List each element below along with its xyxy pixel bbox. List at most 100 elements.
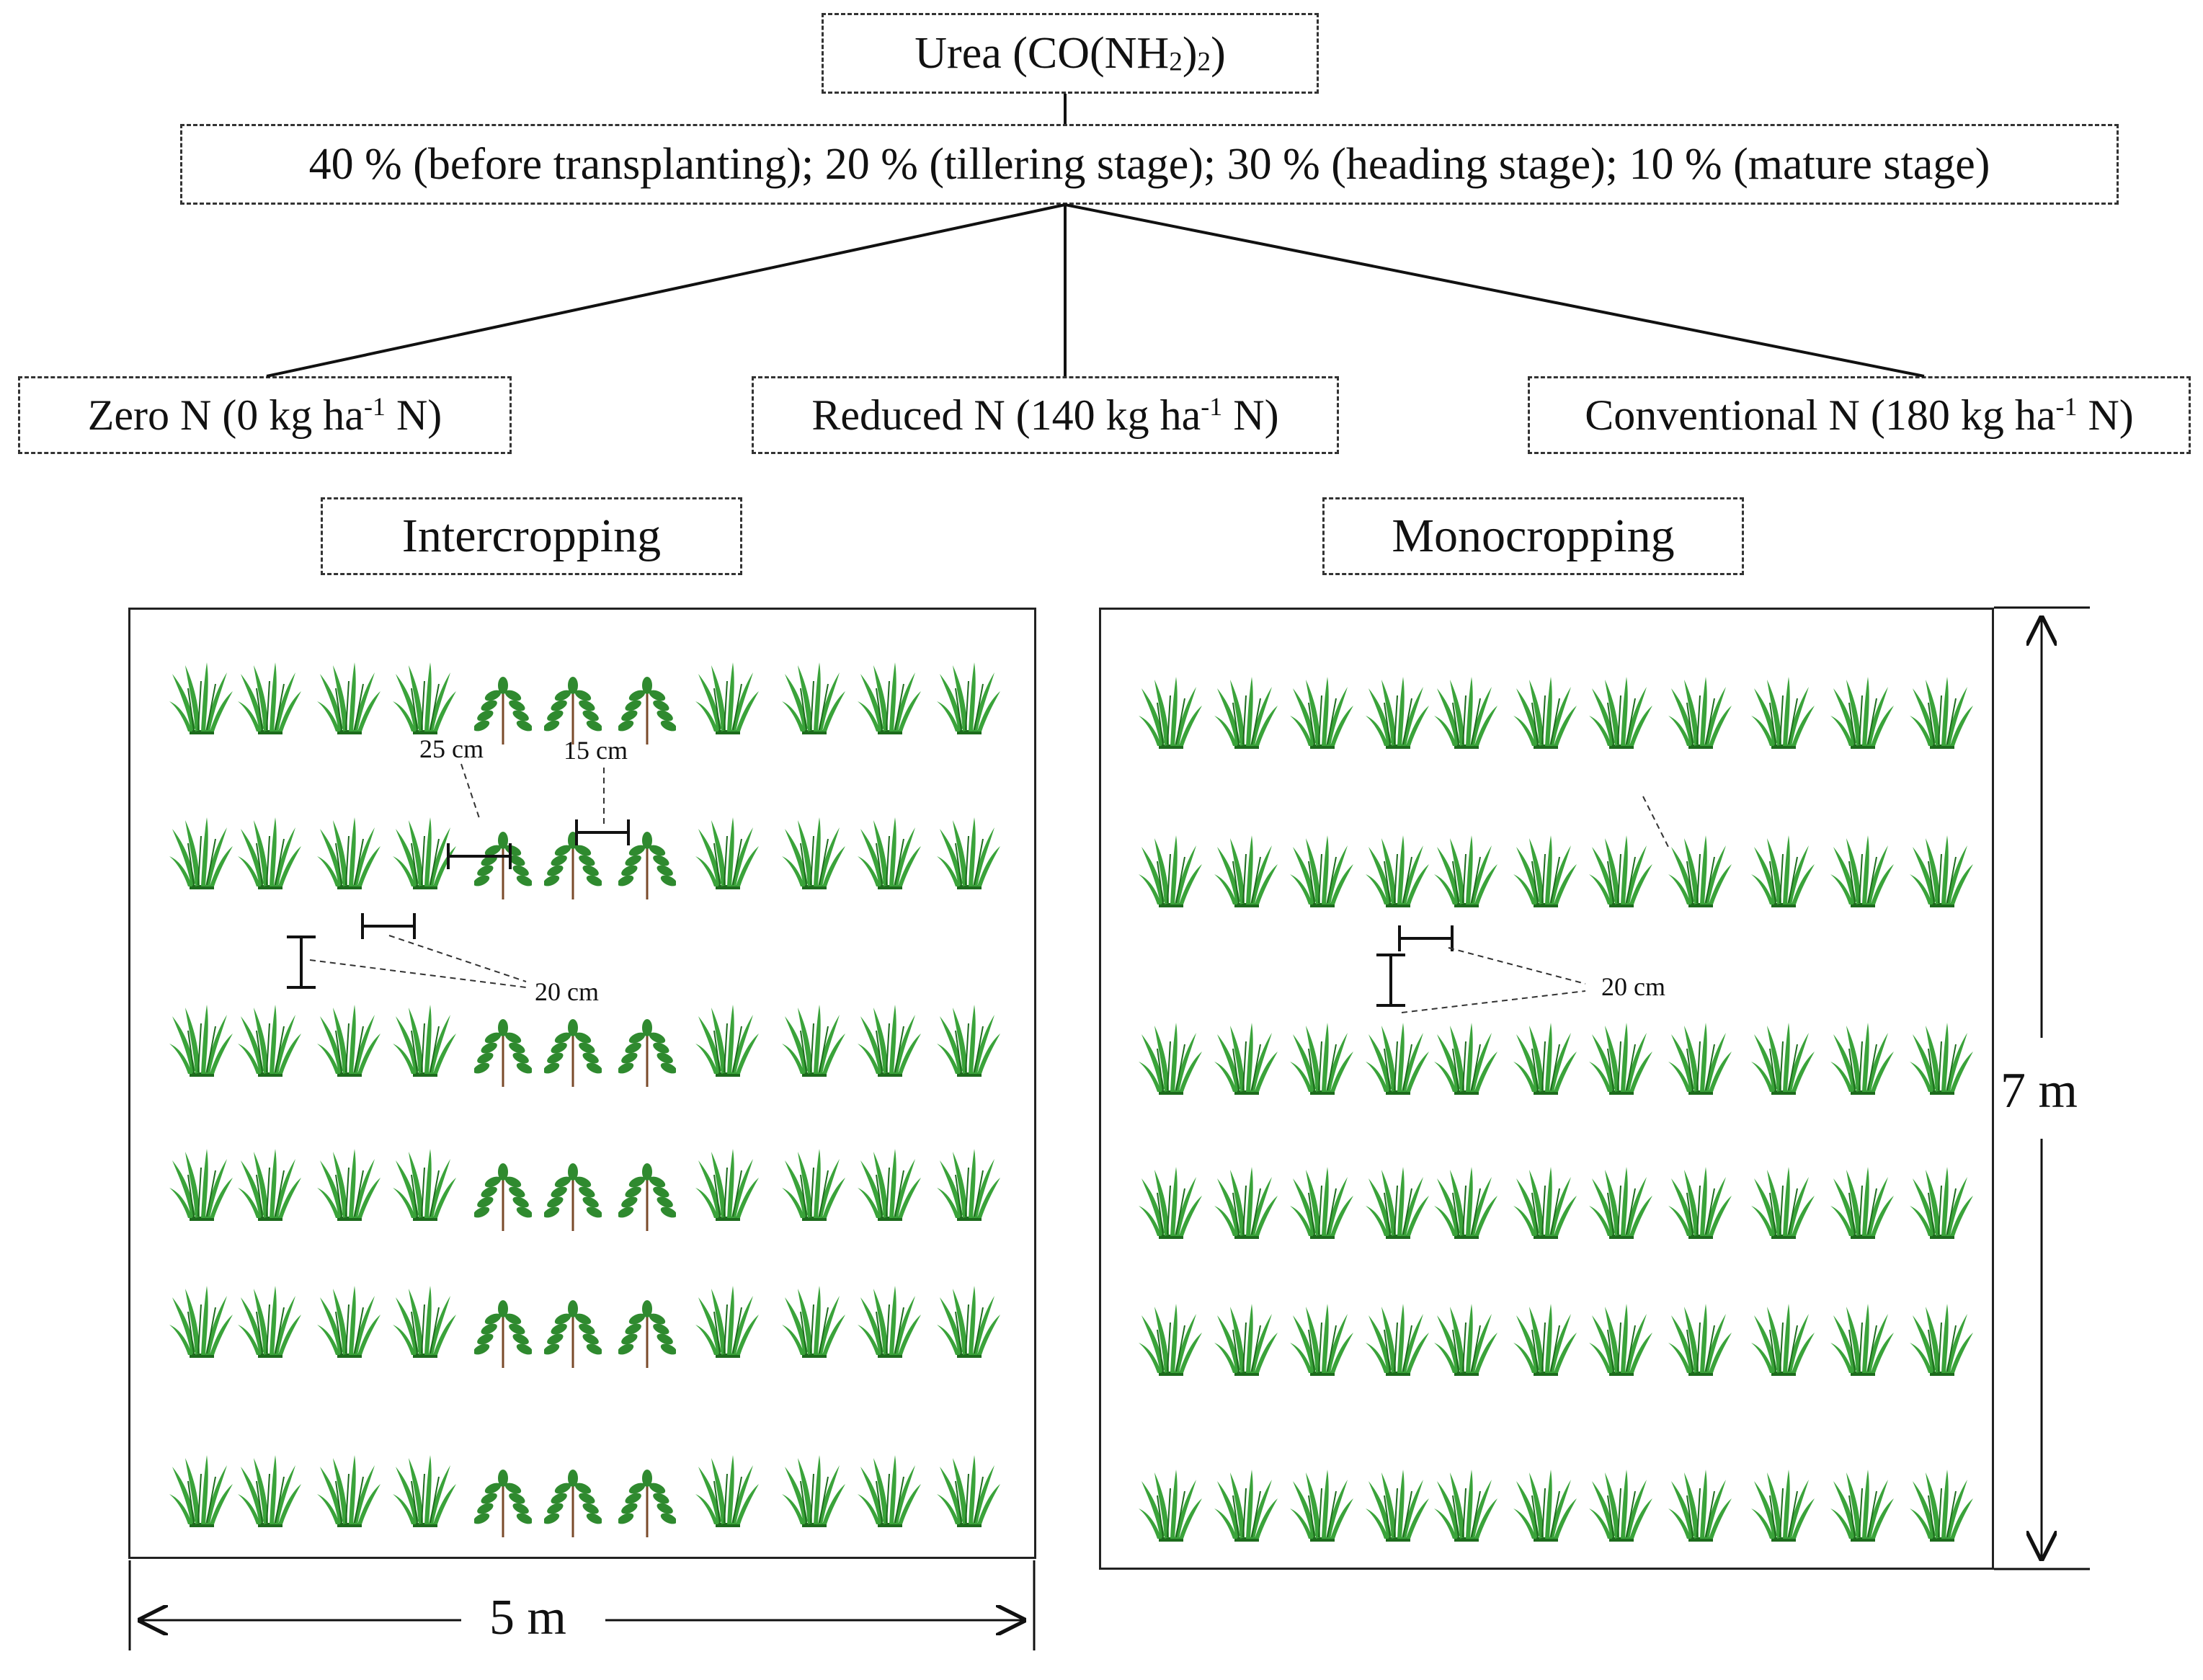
rice-plant-icon bbox=[1589, 1020, 1654, 1103]
rice-plant-icon bbox=[858, 1002, 922, 1085]
spacing-20cm-inter-label: 20 cm bbox=[535, 977, 599, 1006]
rice-plant-icon bbox=[1830, 832, 1895, 915]
rice-plant-icon bbox=[695, 1146, 760, 1229]
legume-plant-icon bbox=[617, 1467, 677, 1542]
rice-plant-icon bbox=[782, 1283, 847, 1366]
rice-plant-icon bbox=[1668, 832, 1733, 915]
conventional-n-box: Conventional N (180 kg ha-1 N) bbox=[1528, 376, 2191, 454]
rice-plant-icon bbox=[238, 1283, 303, 1366]
rice-plant-icon bbox=[238, 814, 303, 897]
rice-plant-icon bbox=[1513, 1301, 1578, 1384]
rice-plant-icon bbox=[695, 1452, 760, 1535]
rice-plant-icon bbox=[1290, 1164, 1355, 1247]
rice-plant-icon bbox=[1434, 1164, 1499, 1247]
rice-plant-icon bbox=[1589, 1164, 1654, 1247]
legume-plant-icon bbox=[543, 1467, 603, 1542]
reduced-n-label: Reduced N (140 kg ha bbox=[811, 391, 1201, 439]
rice-plant-icon bbox=[1751, 1164, 1816, 1247]
rice-plant-icon bbox=[937, 659, 1002, 742]
rice-plant-icon bbox=[1434, 1301, 1499, 1384]
conventional-n-label: Conventional N (180 kg ha bbox=[1585, 391, 2056, 439]
rice-plant-icon bbox=[238, 1002, 303, 1085]
split-schedule-label: 40 % (before transplanting); 20 % (tille… bbox=[308, 139, 1990, 189]
rice-plant-icon bbox=[858, 659, 922, 742]
rice-plant-icon bbox=[393, 659, 458, 742]
legume-plant-icon bbox=[473, 1297, 533, 1373]
legume-plant-icon bbox=[617, 1016, 677, 1092]
urea-close: ) bbox=[1182, 28, 1198, 78]
rice-plant-icon bbox=[1434, 1467, 1499, 1550]
rice-plant-icon bbox=[1513, 832, 1578, 915]
legume-plant-icon bbox=[473, 829, 533, 905]
rice-plant-icon bbox=[1434, 1020, 1499, 1103]
rice-plant-icon bbox=[1139, 1164, 1203, 1247]
rice-plant-icon bbox=[393, 1452, 458, 1535]
rice-plant-icon bbox=[1668, 1164, 1733, 1247]
rice-plant-icon bbox=[1366, 1020, 1430, 1103]
rice-plant-icon bbox=[1513, 1467, 1578, 1550]
conventional-n-unit: N) bbox=[2077, 391, 2134, 439]
rice-plant-icon bbox=[1668, 674, 1733, 757]
rice-plant-icon bbox=[169, 1452, 234, 1535]
spacing-15cm-label: 15 cm bbox=[564, 736, 628, 765]
rice-plant-icon bbox=[1139, 832, 1203, 915]
rice-plant-icon bbox=[1910, 1020, 1975, 1103]
rice-plant-icon bbox=[937, 1452, 1002, 1535]
rice-plant-icon bbox=[1290, 832, 1355, 915]
rice-plant-icon bbox=[1290, 674, 1355, 757]
rice-plant-icon bbox=[1366, 832, 1430, 915]
rice-plant-icon bbox=[1830, 1020, 1895, 1103]
rice-plant-icon bbox=[317, 1002, 382, 1085]
rice-plant-icon bbox=[1139, 1301, 1203, 1384]
rice-plant-icon bbox=[1214, 1301, 1279, 1384]
zero-n-label: Zero N (0 kg ha bbox=[87, 391, 364, 439]
zero-n-box: Zero N (0 kg ha-1 N) bbox=[18, 376, 512, 454]
rice-plant-icon bbox=[1139, 1020, 1203, 1103]
legume-plant-icon bbox=[617, 674, 677, 750]
rice-plant-icon bbox=[1214, 1164, 1279, 1247]
rice-plant-icon bbox=[393, 1002, 458, 1085]
rice-plant-icon bbox=[1214, 1467, 1279, 1550]
split-schedule-box: 40 % (before transplanting); 20 % (tille… bbox=[180, 124, 2119, 205]
rice-plant-icon bbox=[782, 1146, 847, 1229]
urea-sub-2: 2 bbox=[1197, 47, 1211, 77]
rice-plant-icon bbox=[1513, 1020, 1578, 1103]
rice-plant-icon bbox=[393, 1283, 458, 1366]
urea-box: Urea (CO(NH2)2) bbox=[822, 13, 1319, 94]
spacing-25cm-label: 25 cm bbox=[419, 734, 484, 763]
intercropping-box: Intercropping bbox=[321, 497, 742, 575]
rice-plant-icon bbox=[1830, 1301, 1895, 1384]
rice-plant-icon bbox=[1830, 674, 1895, 757]
rice-plant-icon bbox=[1830, 1467, 1895, 1550]
intercropping-label: Intercropping bbox=[401, 510, 662, 562]
rice-plant-icon bbox=[1910, 1301, 1975, 1384]
legume-plant-icon bbox=[543, 829, 603, 905]
rice-plant-icon bbox=[782, 814, 847, 897]
rice-plant-icon bbox=[1668, 1020, 1733, 1103]
rice-plant-icon bbox=[1751, 674, 1816, 757]
rice-plant-icon bbox=[1366, 1467, 1430, 1550]
rice-plant-icon bbox=[1589, 1301, 1654, 1384]
conventional-n-sup: -1 bbox=[2055, 391, 2078, 421]
rice-plant-icon bbox=[695, 1283, 760, 1366]
rice-plant-icon bbox=[1589, 832, 1654, 915]
rice-plant-icon bbox=[1910, 674, 1975, 757]
zero-n-unit: N) bbox=[385, 391, 442, 439]
legume-plant-icon bbox=[543, 1160, 603, 1236]
legume-plant-icon bbox=[617, 829, 677, 905]
rice-plant-icon bbox=[1214, 674, 1279, 757]
legume-plant-icon bbox=[473, 674, 533, 750]
legume-plant-icon bbox=[617, 1160, 677, 1236]
rice-plant-icon bbox=[1434, 832, 1499, 915]
rice-plant-icon bbox=[858, 1146, 922, 1229]
rice-plant-icon bbox=[169, 1283, 234, 1366]
length-label: 7 m bbox=[1996, 1059, 2082, 1123]
rice-plant-icon bbox=[1910, 1164, 1975, 1247]
rice-plant-icon bbox=[238, 1146, 303, 1229]
rice-plant-icon bbox=[1214, 1020, 1279, 1103]
rice-plant-icon bbox=[317, 1283, 382, 1366]
rice-plant-icon bbox=[1139, 674, 1203, 757]
monocropping-box: Monocropping bbox=[1322, 497, 1744, 575]
urea-end: ) bbox=[1211, 28, 1226, 78]
rice-plant-icon bbox=[1668, 1467, 1733, 1550]
